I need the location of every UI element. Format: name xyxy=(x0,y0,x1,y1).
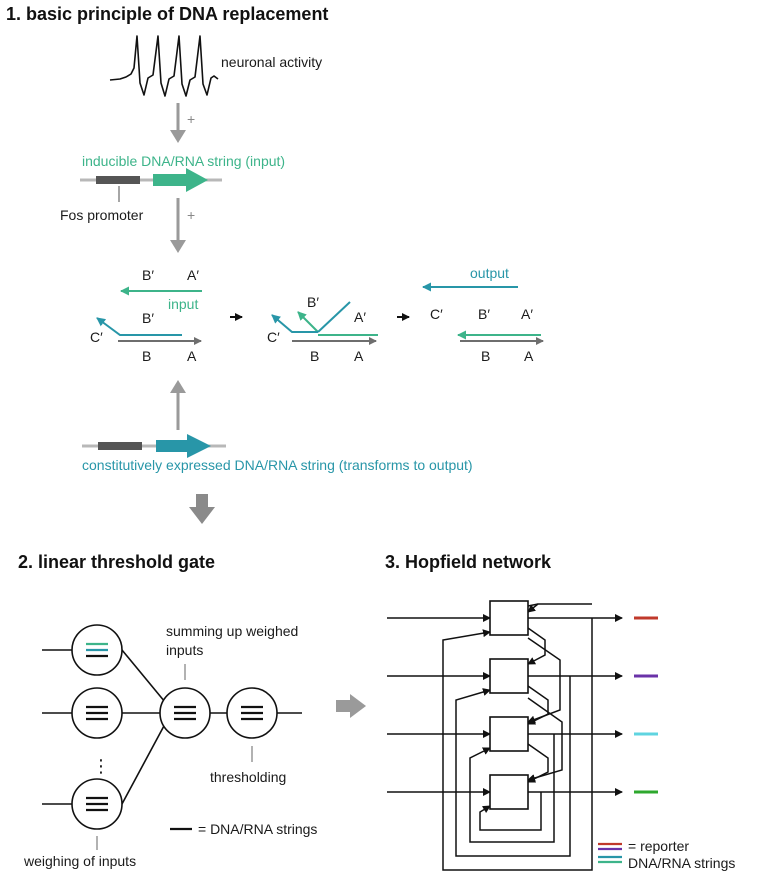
hopfield-node-1 xyxy=(489,600,529,636)
activation-arrow-1-head xyxy=(170,130,186,143)
stage2-label-a: A xyxy=(354,348,364,364)
summing-label: summing up weighed xyxy=(166,623,298,639)
stage3-label-c-prime: C′ xyxy=(430,306,443,322)
neuronal-activity-label: neuronal activity xyxy=(221,54,322,70)
hopfield-node-4 xyxy=(489,774,529,810)
plus-sign-1: + xyxy=(187,111,195,127)
input-gene-arrowhead xyxy=(186,168,208,192)
stage2-label-b: B xyxy=(310,348,319,364)
activation-arrow-2-head xyxy=(170,240,186,253)
neuronal-activity-trace xyxy=(109,35,219,97)
fos-promoter-label: Fos promoter xyxy=(60,207,144,223)
hopfield-node-3 xyxy=(489,716,529,752)
hopfield-coupling-1 xyxy=(527,627,546,665)
stage1-label-c-prime: C′ xyxy=(90,329,103,345)
section-title-hopfield: 3. Hopfield network xyxy=(385,552,552,572)
constitutive-promoter-block xyxy=(98,442,142,450)
hopfield-feedback-2 xyxy=(455,676,571,857)
output-gene-arrowhead xyxy=(187,434,211,458)
summing-label-inputs: inputs xyxy=(166,642,203,658)
gate-link-1 xyxy=(121,649,166,703)
stage2-teal-branch xyxy=(317,301,351,333)
ellipsis-more-inputs: ⋮ xyxy=(92,756,110,776)
input-gene-block xyxy=(153,174,187,186)
panel-transition-stem xyxy=(336,700,352,712)
fos-promoter-block xyxy=(96,176,140,184)
stage1-input-label: input xyxy=(168,296,198,312)
legend-reporter-label: = reporter xyxy=(628,838,689,854)
hopfield-coupling-top xyxy=(527,603,570,613)
stage3-label-a-prime: A′ xyxy=(521,306,533,322)
stage2-input-branch xyxy=(297,311,319,333)
stage2-label-c-prime: C′ xyxy=(267,329,280,345)
stage3-label-b-prime: B′ xyxy=(478,306,490,322)
stage2-label-b-prime: B′ xyxy=(307,294,319,310)
weighing-label: weighing of inputs xyxy=(23,853,136,869)
stage1-teal-strand xyxy=(96,317,182,336)
stage3-label-a: A xyxy=(524,348,534,364)
section-title-threshold-gate: 2. linear threshold gate xyxy=(18,552,215,572)
stage3-label-b: B xyxy=(481,348,490,364)
section-title-basic-principle: 1. basic principle of DNA replacement xyxy=(6,4,328,24)
inducible-string-label: inducible DNA/RNA string (input) xyxy=(82,153,285,169)
hopfield-feedback-1 xyxy=(442,618,593,871)
constitutive-string-label: constitutively expressed DNA/RNA string … xyxy=(82,457,473,473)
hopfield-network xyxy=(387,603,623,871)
stage1-label-a-prime-top: A′ xyxy=(187,267,199,283)
panel-transition-head xyxy=(350,694,366,718)
hopfield-node-2 xyxy=(489,658,529,694)
hopfield-feedback-4 xyxy=(479,792,542,831)
plus-sign-2: + xyxy=(187,207,195,223)
output-gene-block xyxy=(156,440,188,452)
hopfield-feedback-3 xyxy=(469,734,555,843)
stage2-teal-strand xyxy=(271,314,318,333)
constitutive-arrow-head xyxy=(170,380,186,393)
transition-arrow-head xyxy=(189,507,215,524)
stage1-label-b-prime: B′ xyxy=(142,310,154,326)
legend-strings-label: DNA/RNA strings xyxy=(628,855,735,871)
transition-arrow-stem xyxy=(196,494,208,508)
gate-link-3 xyxy=(121,723,166,805)
hopfield-coupling-5 xyxy=(527,743,549,783)
stage1-label-b: B xyxy=(142,348,151,364)
hopfield-coupling-3 xyxy=(527,685,549,725)
stage1-label-b-prime-top: B′ xyxy=(142,267,154,283)
stage3-output-label: output xyxy=(470,265,509,281)
legend-dna-strings-label: = DNA/RNA strings xyxy=(198,821,317,837)
stage1-label-a: A xyxy=(187,348,197,364)
thresholding-label: thresholding xyxy=(210,769,286,785)
hopfield-coupling-4 xyxy=(527,697,563,782)
stage2-label-a-prime: A′ xyxy=(354,309,366,325)
